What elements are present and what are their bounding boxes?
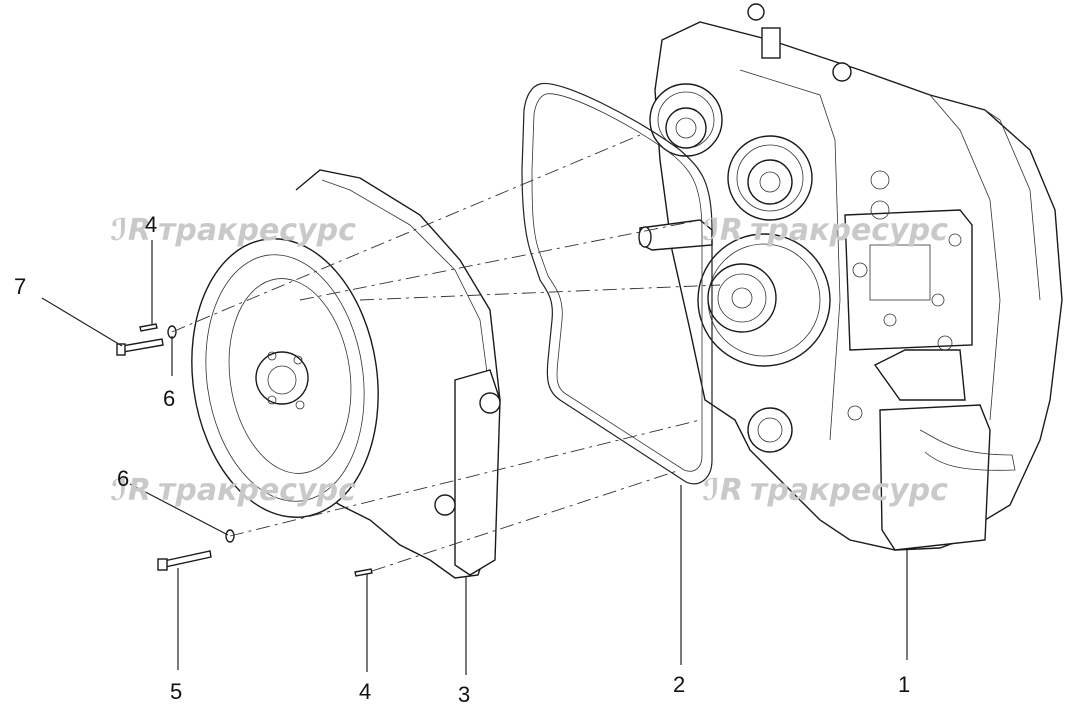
svg-text:тракресурс: тракресурс xyxy=(158,473,356,508)
svg-text:ℐR: ℐR xyxy=(110,213,151,248)
watermark-logo-1: ℐR тракресурс xyxy=(110,213,356,248)
callout-3: 3 xyxy=(458,682,470,707)
dowel-pin-part-4-upper xyxy=(139,323,158,332)
svg-text:тракресурс: тракресурс xyxy=(750,473,948,508)
svg-text:ℐR: ℐR xyxy=(702,473,743,508)
gasket-part-2 xyxy=(521,82,713,485)
transmission-body-part-1 xyxy=(638,3,1063,551)
svg-text:тракресурс: тракресурс xyxy=(750,213,948,248)
callout-4-upper: 4 xyxy=(145,212,157,237)
assembly-axes xyxy=(171,134,721,572)
watermark-logo-2: ℐR тракресурс xyxy=(702,213,948,248)
callout-7: 7 xyxy=(14,274,26,299)
bolt-part-5 xyxy=(157,550,212,571)
bolt-part-7 xyxy=(116,338,164,356)
leader-lines xyxy=(41,240,908,675)
callout-4-lower: 4 xyxy=(359,679,371,704)
callout-6-lower: 6 xyxy=(117,466,129,491)
callout-1: 1 xyxy=(898,672,910,697)
callout-5: 5 xyxy=(170,679,182,704)
watermark-logo-3: ℐR тракресурс xyxy=(110,473,356,508)
svg-text:ℐR: ℐR xyxy=(702,213,743,248)
callout-6-upper: 6 xyxy=(163,386,175,411)
callout-2: 2 xyxy=(673,672,685,697)
svg-text:тракресурс: тракресурс xyxy=(158,213,356,248)
watermark-logo-4: ℐR тракресурс xyxy=(702,473,948,508)
svg-text:ℐR: ℐR xyxy=(110,473,151,508)
dowel-pin-part-4-lower xyxy=(354,568,373,577)
